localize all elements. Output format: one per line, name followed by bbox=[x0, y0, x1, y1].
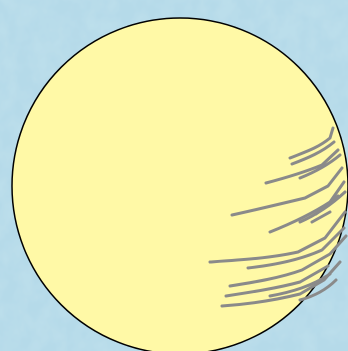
yellow-circle bbox=[12, 18, 348, 351]
